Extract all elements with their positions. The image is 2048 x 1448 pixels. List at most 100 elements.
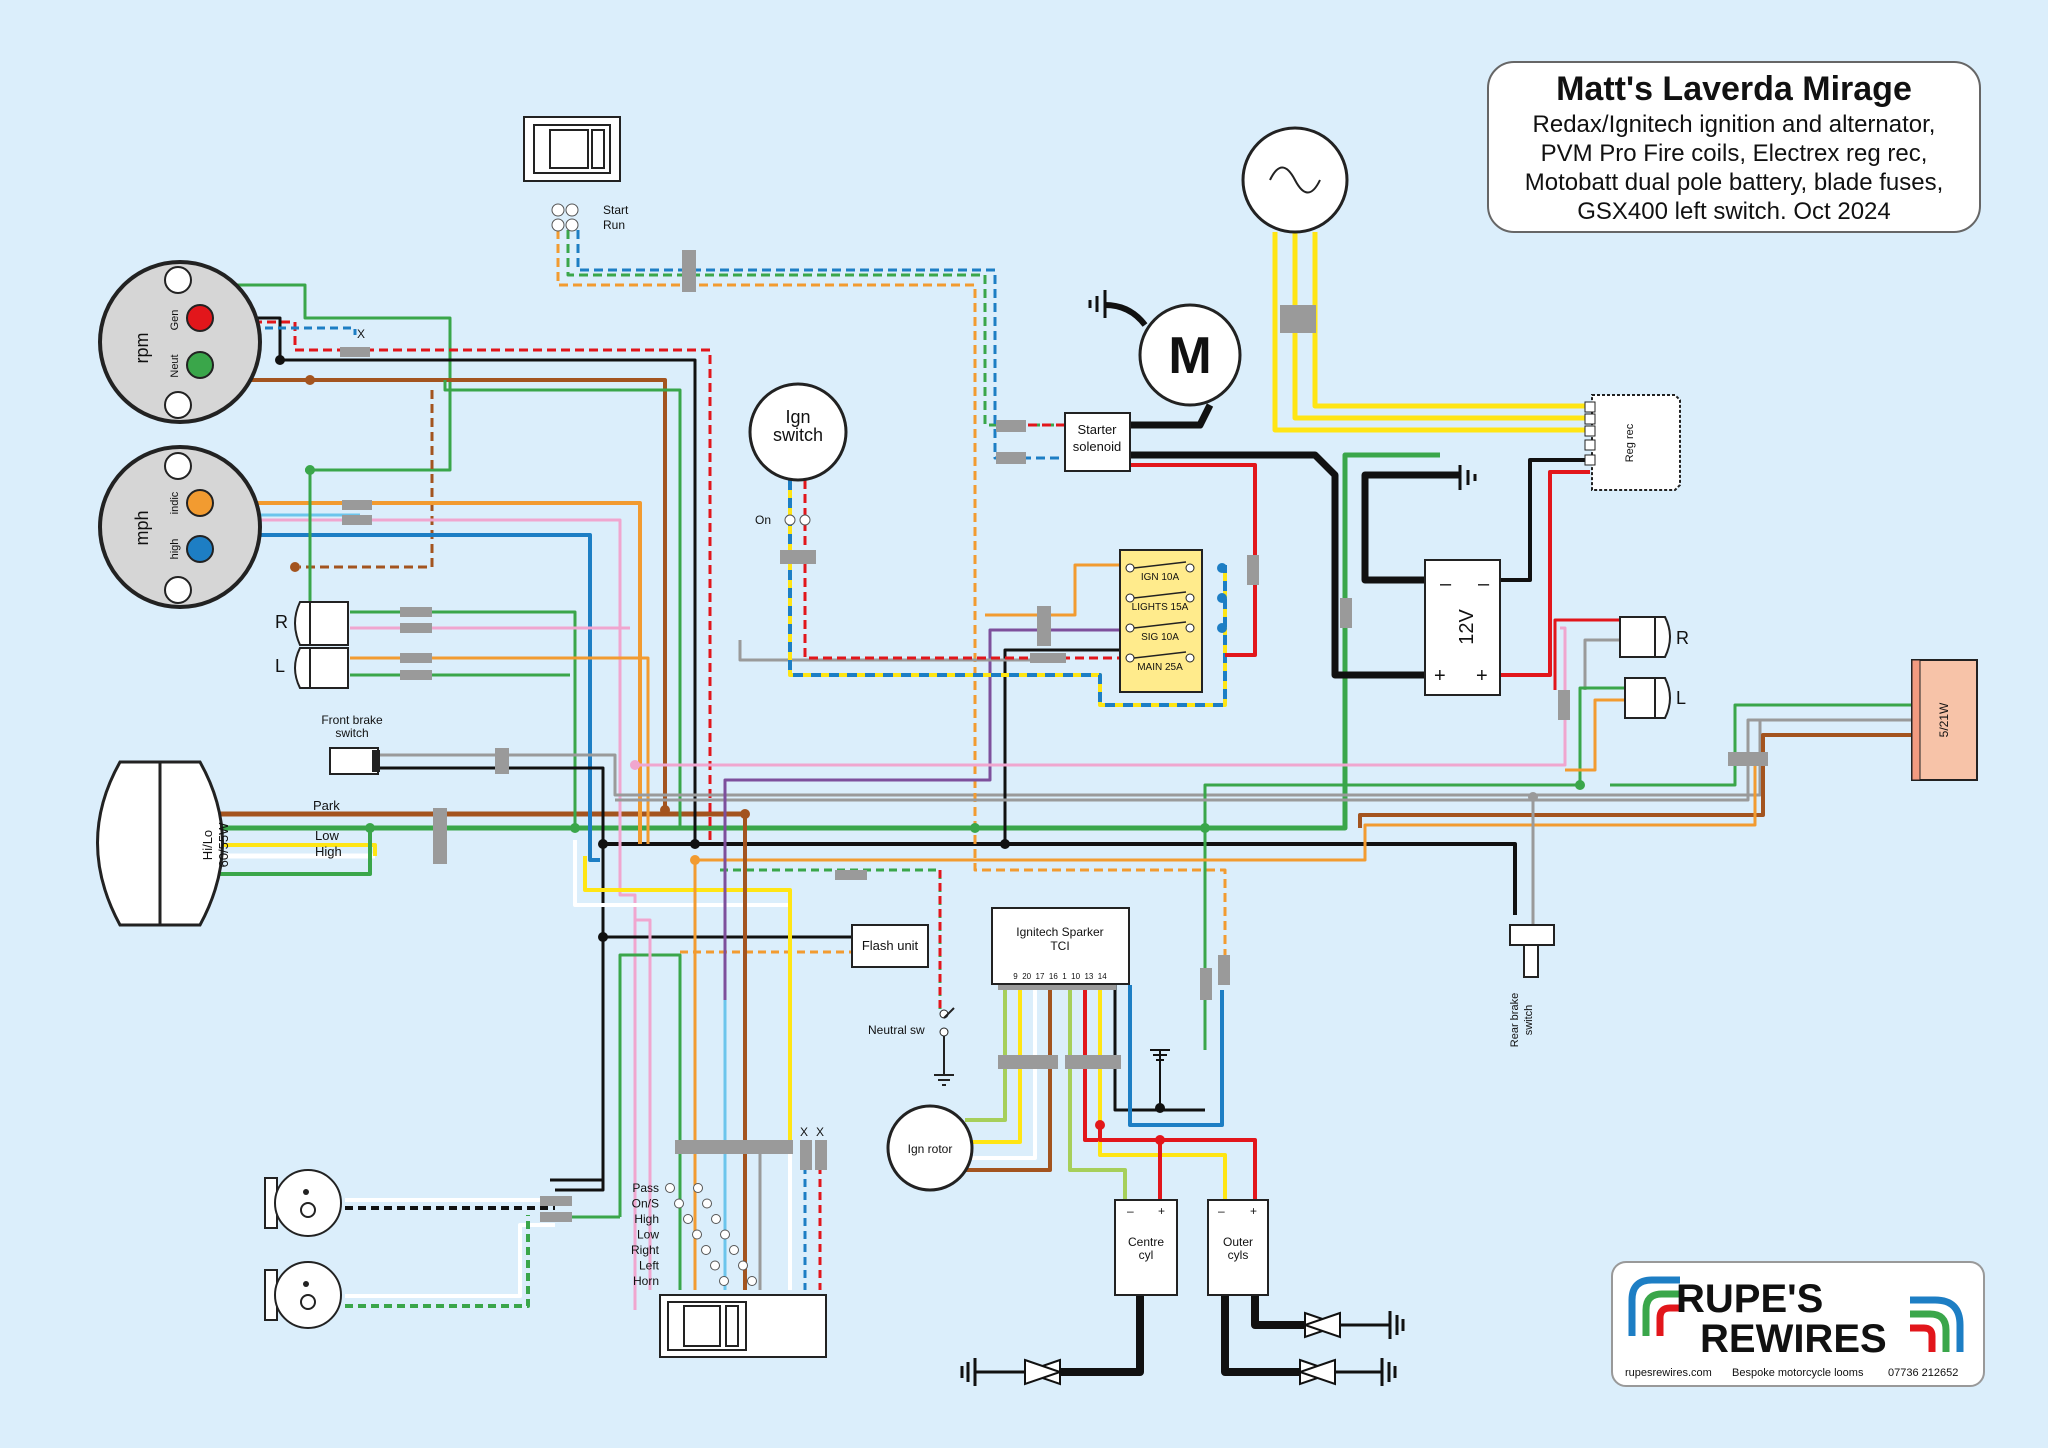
neutral-sw-label: Neutral sw [868,1023,925,1037]
front-right-indicator [294,601,349,646]
front-left-label: L [275,656,285,676]
wire-orange-tail [695,760,1757,862]
wire-brown-dashed-left [300,390,434,569]
left-switch-position-label: Left [639,1259,660,1273]
switch-contact [719,1276,729,1286]
connector-block [800,1140,812,1170]
title-line-3: Motobatt dual pole battery, blade fuses, [1525,169,1944,196]
wire-green-dashed-horn-2 [345,1215,530,1308]
earth-icon [1458,465,1477,490]
indic-label: indic [169,491,181,514]
connector-block [780,550,816,564]
left-switch-position-2: On/S [632,1197,712,1211]
wiring [180,230,1915,1376]
left-switch-position-4: Low [637,1228,730,1242]
start-label: Start [603,203,629,217]
neutral-warning-light [186,351,214,379]
wire-green-high-2 [215,828,372,876]
fuse-element [1133,621,1187,629]
coil-minus: – [1127,1204,1134,1218]
ign-rotor-label: Ign rotor [908,1142,953,1156]
ign-switch-label-1: Ign [785,407,810,427]
right-handlebar-switch: Start Run [523,116,629,232]
rear-right-label: R [1676,628,1689,648]
rear-indicators: R L [1619,616,1689,719]
junction-dot [275,355,285,365]
tail-light: 5/21W [1911,659,1978,781]
wire-yellow-high [215,843,377,856]
earth-icon [1088,290,1107,318]
high-label: high [169,539,181,560]
left-switch-x-1: X [800,1125,808,1139]
junction-dot [1575,780,1585,790]
wire-pink-loom [635,918,652,1290]
wire-black-coil-outer-1 [1221,1290,1300,1376]
junction-dot [1155,1135,1165,1145]
wire-orange-front-l [350,656,650,844]
outer-coil-label-2: cyls [1228,1248,1249,1262]
switch-contact [565,203,579,217]
switch-contact [674,1198,684,1209]
outer-coil: – + Outer cyls [1207,1199,1269,1296]
fuse-label: MAIN 25A [1137,662,1183,673]
connector-block [1200,968,1212,1000]
junction-dot [660,805,670,815]
gen-warning-light [186,304,214,332]
left-switch-position-3: High [634,1212,721,1226]
front-brake-switch: Front brake switch [321,713,383,775]
switch-contact [738,1260,748,1271]
coil-minus: – [1218,1204,1225,1218]
left-switch-position-label: Low [637,1228,659,1242]
wire-blue-tci [1128,985,1224,1127]
alternator [1241,126,1349,234]
wire-pink-mph [215,518,637,1310]
coil-plus: + [1158,1204,1165,1218]
wire-yellow-alt-1 [1272,232,1590,433]
fuse-3: SIG 10A [1125,621,1195,643]
regulator-rectifier: Reg rec [1584,394,1681,491]
switch-contact [693,1183,703,1193]
connector-block [433,808,447,864]
rear-left-indicator [1624,677,1671,719]
connector-block [342,500,372,510]
wire-black-tci [1113,985,1205,1112]
wire-black-coil-outer-2 [1251,1290,1305,1329]
fuse-element [1133,591,1187,599]
logo-line-2: REWIRES [1700,1317,1887,1361]
wire-orange-to-fuse [985,563,1120,617]
connector-block [1558,690,1570,720]
title-box: Matt's Laverda Mirage Redax/Ignitech ign… [1487,61,1981,233]
centre-coil: – + Centre cyl [1114,1199,1178,1296]
rear-brake-label-2: switch [1523,1005,1535,1036]
fuse-4: MAIN 25A [1125,651,1195,673]
junction-dot [1217,563,1227,573]
ignition-switch: Ign switch On [748,382,848,564]
title-line-1: Redax/Ignitech ignition and alternator, [1533,111,1936,138]
switch-contact [692,1229,702,1240]
wire-red-regrec [1500,470,1590,677]
connector-block [1218,955,1230,985]
fuse-contact [1125,653,1135,663]
junction-dot [1217,623,1227,633]
switch-contact [551,218,565,232]
wire-lightgreen-rotor [965,985,1007,1122]
fuse-label: IGN 10A [1141,572,1180,583]
logo-footer-phone: 07736 212652 [1888,1367,1958,1379]
spark-plug-centre [960,1358,1064,1386]
logo-line-1: RUPE'S [1676,1277,1823,1321]
ign-switch-label-2: switch [773,425,823,445]
mph-label: mph [132,510,152,545]
wire-yellow-alt-2 [1292,232,1590,421]
wire-blue-dashed-top [576,230,1065,460]
diagram-title: Matt's Laverda Mirage [1556,70,1912,108]
junction-dot [305,375,315,385]
connector-block [835,870,867,880]
indicator-warning-light [186,489,214,517]
wire-blue-x [200,326,357,335]
neutral-switch: Neutral sw [868,1007,955,1086]
wire-brown-tail [1358,733,1915,828]
ignition-rotor: Ign rotor [886,1104,974,1192]
front-indicators: R L [275,601,349,689]
